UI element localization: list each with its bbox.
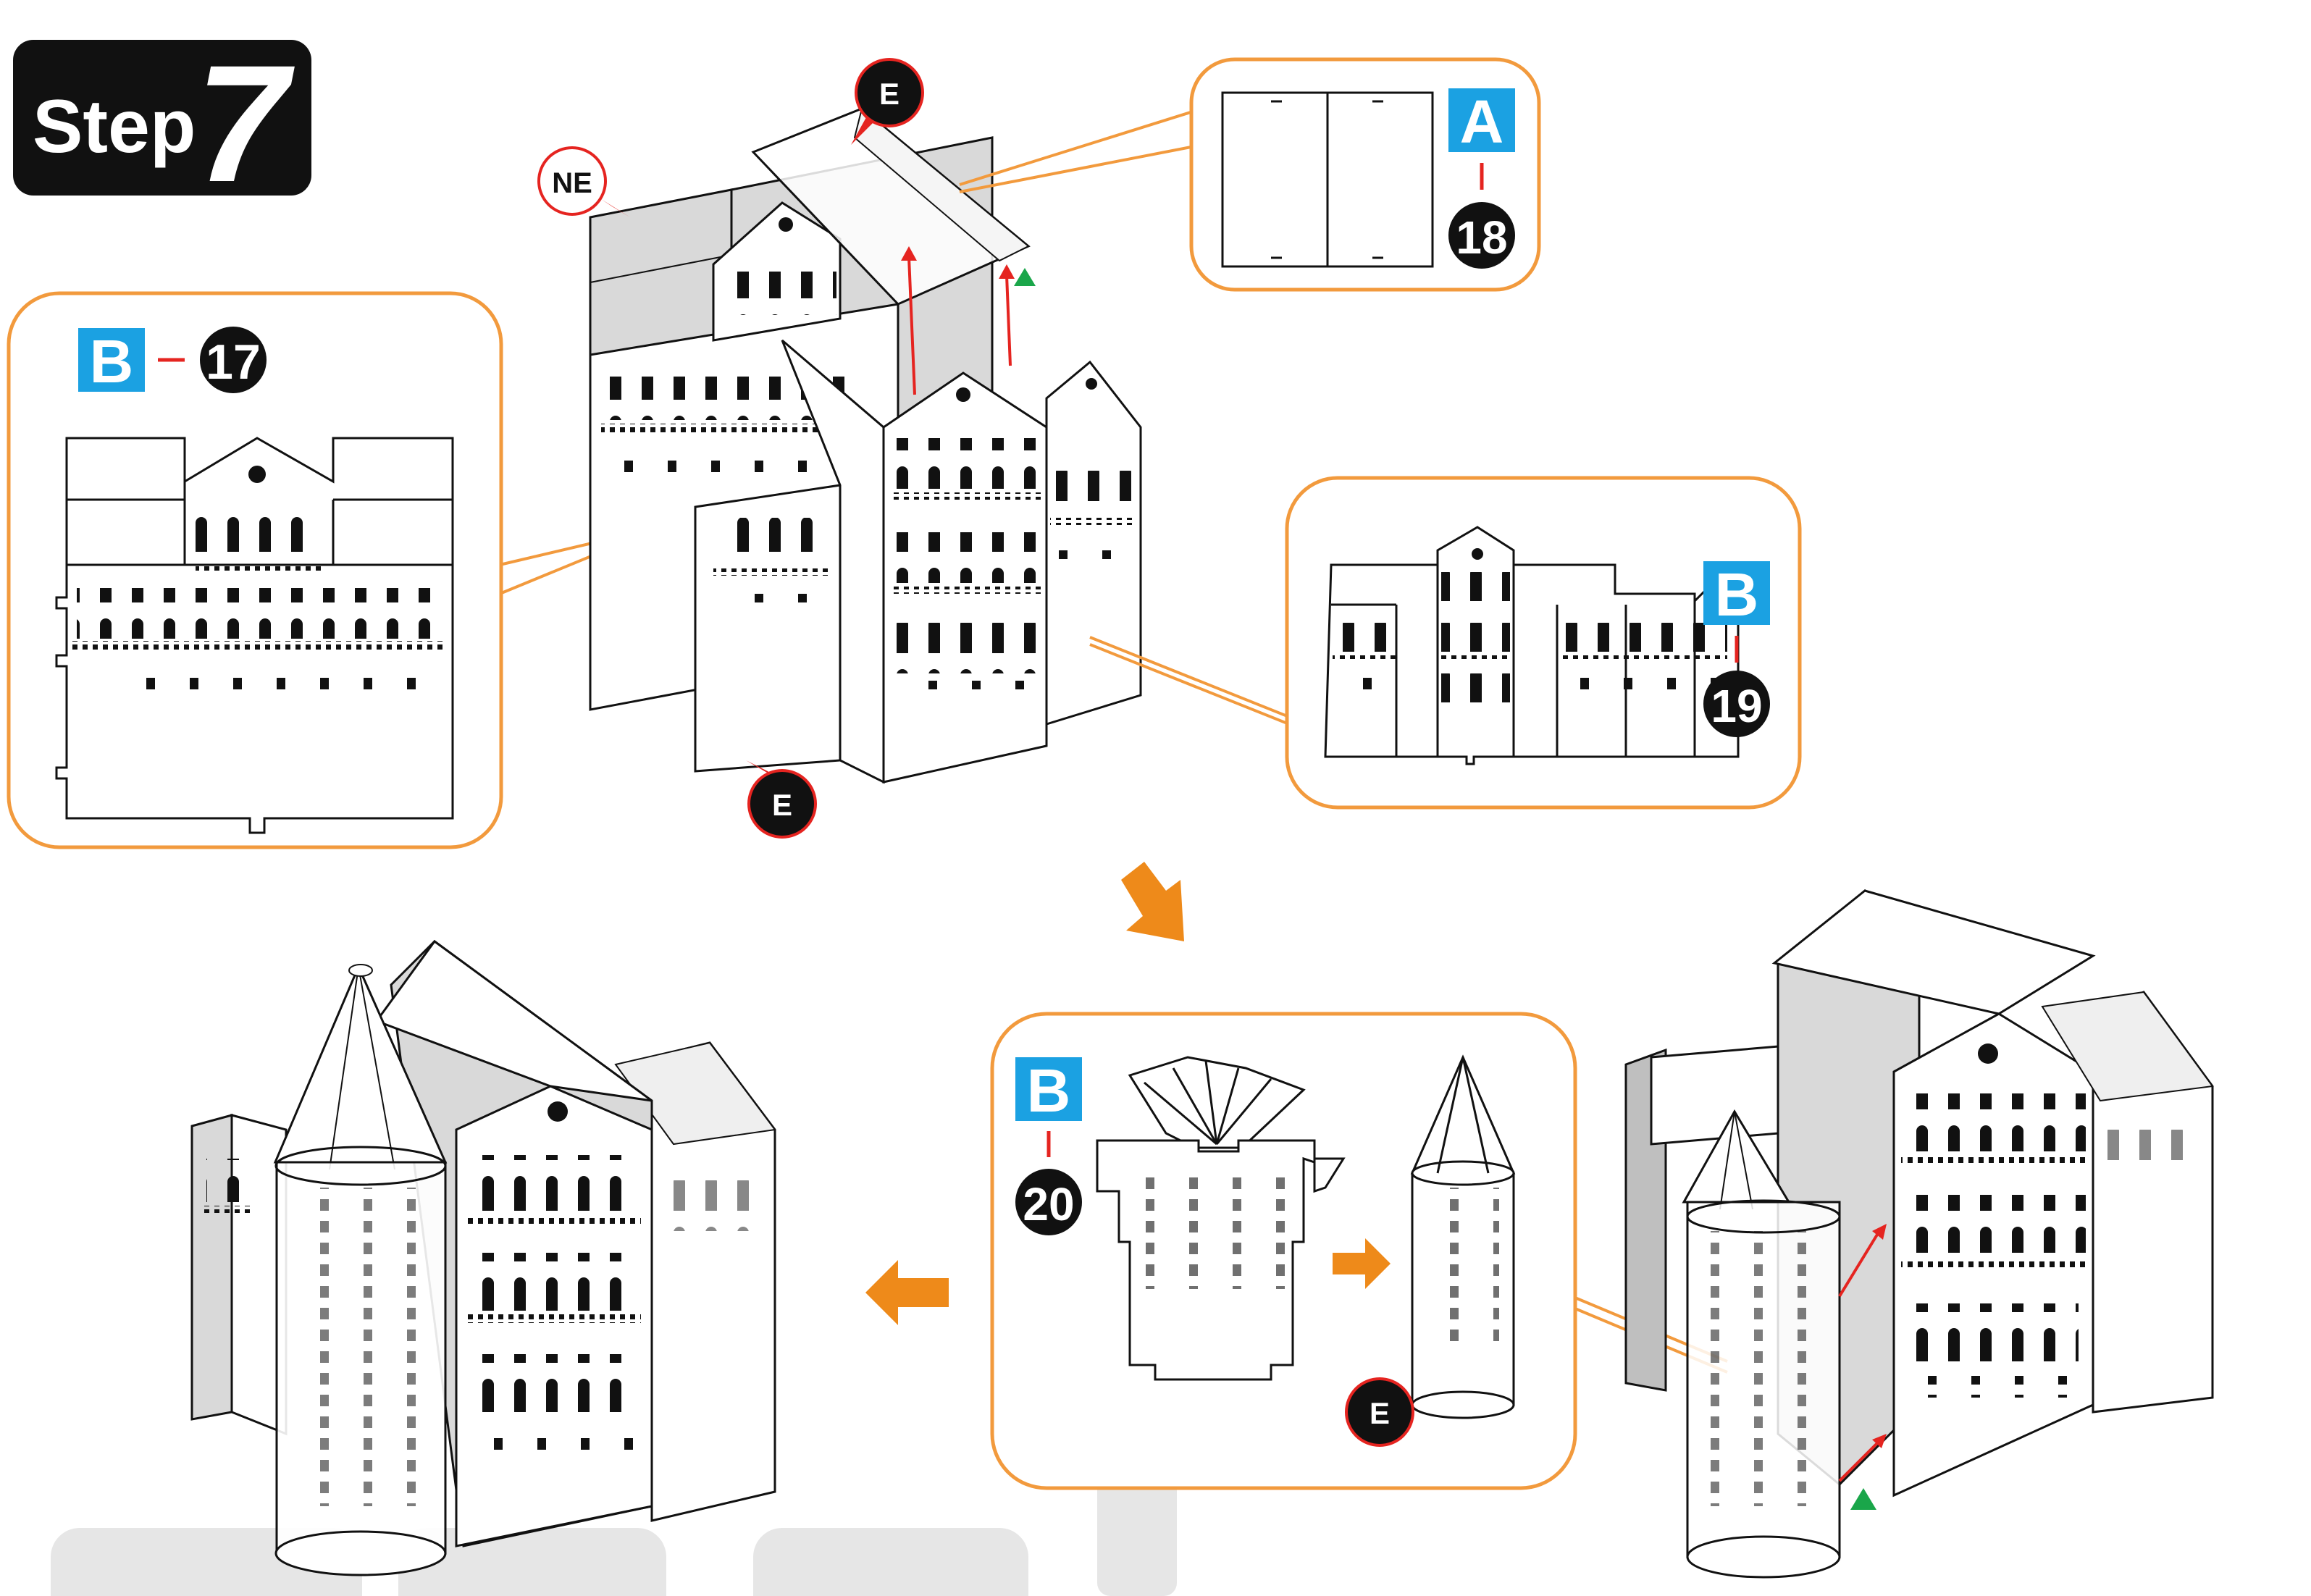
tag-e-tower: E xyxy=(1345,1354,1438,1447)
sheet-letter: B xyxy=(1715,560,1759,629)
sheet-badge xyxy=(1015,1057,1082,1121)
tag-e-wall: E xyxy=(746,760,817,839)
callout-part-18: A 18 xyxy=(959,57,1541,292)
castle-assembly-top xyxy=(589,107,1142,784)
sheet-badge xyxy=(78,328,145,392)
tag-ne-label: NE xyxy=(552,167,592,199)
flat-piece-19 xyxy=(1324,526,1740,765)
part-number: 18 xyxy=(1456,211,1507,264)
part-number-badge xyxy=(1703,671,1770,737)
sheet-letter: A xyxy=(1460,88,1504,156)
step-number: 7 xyxy=(196,30,295,217)
callout-part-19: B 19 xyxy=(1089,476,1802,810)
tag-ne: NE xyxy=(537,146,630,217)
arrow-left-icon xyxy=(865,1260,949,1325)
arrow-right-icon xyxy=(1333,1238,1391,1289)
tag-e-wall-label: E xyxy=(772,788,792,822)
callout-part-17: B 17 xyxy=(7,291,624,849)
step-badge: Step 7 xyxy=(13,30,311,217)
tag-e-roof-label: E xyxy=(879,77,899,111)
part-number: 20 xyxy=(1023,1178,1074,1230)
sheet-badge xyxy=(1703,561,1770,625)
castle-assembly-right xyxy=(1624,889,2214,1579)
callout-part-20: B 20 E xyxy=(990,1012,1728,1490)
flat-piece-18 xyxy=(1221,91,1434,268)
part-number-badge xyxy=(1448,202,1515,269)
part-number-badge xyxy=(1015,1169,1082,1235)
part-number: 19 xyxy=(1711,680,1762,732)
arrow-down-right-icon xyxy=(1121,862,1184,941)
part-number-badge xyxy=(200,327,267,393)
sheet-letter: B xyxy=(1027,1057,1071,1125)
sheet-badge xyxy=(1448,88,1515,152)
castle-finished-left xyxy=(190,939,776,1576)
step-word: Step xyxy=(33,85,196,169)
tag-e-tower-label: E xyxy=(1370,1396,1390,1430)
sheet-letter: B xyxy=(90,327,134,395)
part-number: 17 xyxy=(206,335,261,390)
tag-e-roof: E xyxy=(851,58,924,145)
